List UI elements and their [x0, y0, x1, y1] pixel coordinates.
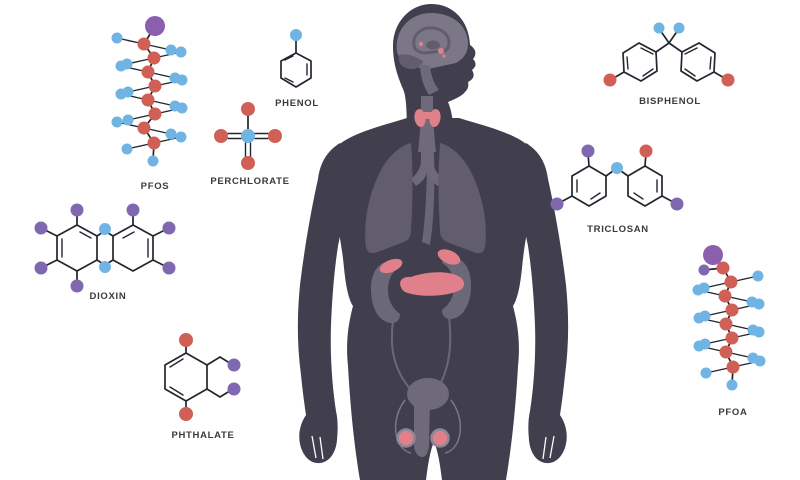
- triclosan-label: TRICLOSAN: [587, 224, 649, 235]
- phenol-label: PHENOL: [275, 98, 319, 109]
- penis: [414, 402, 430, 457]
- left-kidney: [370, 261, 400, 324]
- brain-fold: [412, 26, 451, 55]
- perchlorate-double-bonds: [227, 132, 269, 158]
- perchlorate-label: PERCHLORATE: [210, 176, 289, 187]
- bisphenol-double-bonds: [626, 47, 712, 77]
- bisphenol-atoms: [603, 22, 735, 87]
- molecule-dioxin: DIOXIN: [34, 203, 176, 302]
- molecule-pfoa: PFOA: [692, 245, 766, 418]
- pituitary-gland: [438, 48, 444, 54]
- triclosan-bonds: [558, 152, 676, 204]
- molecule-perchlorate: PERCHLORATE: [210, 102, 289, 187]
- right-adrenal-gland: [437, 249, 461, 265]
- dioxin-left-ring: [56, 224, 98, 272]
- pfoa-atoms: [692, 245, 766, 391]
- pituitary-stalk: [442, 54, 446, 58]
- groin-outline-right: [444, 399, 462, 454]
- triclosan-atoms: [550, 144, 684, 211]
- molecule-pfos: PFOS: [111, 16, 188, 192]
- phthalate-double-bonds: [169, 358, 184, 396]
- molecule-bisphenol: BISPHENOL: [603, 22, 735, 107]
- molecule-triclosan: TRICLOSAN: [550, 144, 684, 235]
- pineal-gland: [418, 41, 424, 47]
- brainstem: [420, 64, 439, 95]
- esophagus: [422, 152, 435, 245]
- left-hand-finger-lines: [311, 435, 324, 460]
- molecule-phthalate: PHTHALATE: [164, 333, 241, 441]
- phenol-ring: [280, 52, 312, 88]
- bisphenol-label: BISPHENOL: [639, 96, 701, 107]
- perchlorate-atoms: [214, 102, 282, 170]
- organs: [365, 13, 486, 457]
- dioxin-double-bonds: [61, 231, 149, 258]
- pfoa-fluorine-bonds: [697, 275, 761, 374]
- dioxin-label: DIOXIN: [90, 291, 127, 302]
- left-testis: [396, 428, 416, 448]
- bisphenol-left-ring: [622, 42, 658, 82]
- pfoa-label: PFOA: [718, 407, 747, 418]
- left-adrenal-gland: [379, 258, 403, 274]
- phthalate-ring: [164, 352, 208, 402]
- pfos-atoms: [111, 16, 188, 167]
- right-testis: [430, 428, 450, 448]
- phenol-oh-atom: [290, 29, 302, 41]
- pfos-label: PFOS: [141, 181, 170, 192]
- bisphenol-right-ring: [680, 42, 716, 82]
- phthalate-atoms: [179, 333, 241, 421]
- left-lung: [365, 143, 413, 254]
- right-arm-silhouette: [519, 143, 569, 464]
- triclosan-double-bonds: [576, 179, 658, 200]
- left-arm-silhouette: [297, 143, 347, 464]
- dioxin-atoms: [34, 203, 176, 293]
- dioxin-oxygen-bonds: [96, 230, 114, 266]
- cerebellum: [398, 54, 423, 70]
- phthalate-label: PHTHALATE: [171, 430, 234, 441]
- right-hand-finger-lines: [542, 435, 555, 460]
- phthalate-bonds: [185, 340, 234, 414]
- thyroid-gland: [414, 109, 441, 127]
- bisphenol-methyl-bonds: [611, 29, 727, 80]
- pancreas: [400, 272, 464, 296]
- molecule-phenol: PHENOL: [275, 29, 319, 109]
- thalamus: [426, 40, 440, 50]
- phenol-double-bonds: [284, 55, 308, 83]
- trachea: [418, 96, 436, 152]
- pfos-chain-bonds: [142, 25, 157, 162]
- dioxin-chlorine-bonds: [42, 211, 168, 285]
- pfos-fluorine-bonds: [116, 37, 183, 150]
- left-ureter: [390, 319, 412, 391]
- right-lung: [438, 143, 486, 254]
